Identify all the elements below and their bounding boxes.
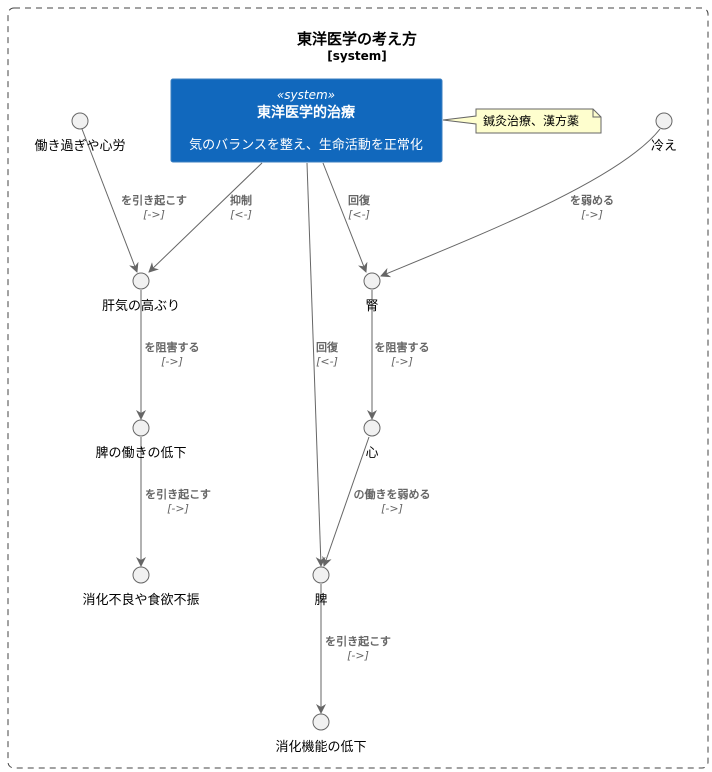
edge-tech-e8: [->] — [167, 502, 189, 515]
label-cold: 冷え — [651, 139, 677, 154]
node-labels: 働き過ぎや心労 冷え 肝気の高ぶり 腎 脾の働きの低下 心 消化不良や食欲不振 … — [34, 139, 677, 755]
node-overwork — [71, 112, 89, 130]
nodes — [71, 112, 673, 731]
edge-label-e8: を引き起こす — [145, 487, 211, 501]
system-stereotype: «system» — [277, 88, 335, 102]
node-kidney — [363, 272, 381, 290]
label-spleen: 脾 — [314, 593, 327, 608]
edge-tech-e1: [->] — [143, 208, 165, 221]
system-description: 気のバランスを整え、生命活動を正常化 — [189, 137, 423, 153]
edge-tech-e4: [->] — [581, 208, 603, 221]
note-text: 鍼灸治療、漢方薬 — [483, 113, 579, 128]
edge-tech-e7: [->] — [391, 355, 413, 368]
label-digestion-decline: 消化機能の低下 — [275, 740, 366, 755]
system-name: 東洋医学的治療 — [257, 104, 356, 121]
node-digestion-decline — [312, 713, 330, 731]
edges — [81, 128, 661, 714]
edge-tech-e9: [->] — [381, 502, 403, 515]
edge-label-e2: 抑制 — [230, 193, 252, 207]
label-overwork: 働き過ぎや心労 — [34, 139, 125, 154]
edge-overwork-to-liver-qi — [81, 128, 139, 273]
node-heart — [363, 419, 381, 437]
edge-system-to-kidney — [322, 162, 368, 273]
label-liver-qi: 肝気の高ぶり — [102, 298, 180, 314]
node-cold — [655, 112, 673, 130]
boundary-stereotype: [system] — [327, 49, 386, 63]
system-box: «system» 東洋医学的治療 気のバランスを整え、生命活動を正常化 — [170, 78, 443, 163]
edge-tech-e2: [<-] — [230, 208, 252, 221]
boundary-title: 東洋医学の考え方 — [297, 30, 417, 48]
node-spleen — [312, 566, 330, 584]
edge-labels: を引き起こす [->] 抑制 [<-] 回復 [<-] を弱める [->] を阻… — [121, 193, 614, 662]
edge-system-to-spleen — [306, 162, 326, 567]
node-spleen-decline — [132, 419, 150, 437]
edge-label-e10: を引き起こす — [325, 634, 391, 648]
edge-label-e7: を阻害する — [375, 340, 430, 354]
node-indigestion — [132, 566, 150, 584]
label-spleen-decline: 脾の働きの低下 — [95, 446, 186, 461]
node-liver-qi — [132, 272, 150, 290]
edge-label-e6: 回復 — [316, 340, 339, 354]
label-heart: 心 — [365, 446, 378, 461]
edge-tech-e6: [<-] — [316, 355, 338, 368]
system-boundary — [7, 7, 709, 769]
edge-label-e9: の働きを弱める — [354, 487, 431, 501]
edge-label-e4: を弱める — [570, 194, 614, 207]
edge-label-e5: を阻害する — [145, 340, 200, 354]
label-indigestion: 消化不良や食欲不振 — [82, 592, 199, 608]
edge-tech-e3: [<-] — [348, 208, 370, 221]
note: 鍼灸治療、漢方薬 — [442, 108, 602, 134]
edge-tech-e10: [->] — [347, 649, 369, 662]
edge-cold-to-kidney — [380, 128, 661, 278]
edge-label-e1: を引き起こす — [121, 193, 187, 207]
edge-tech-e5: [->] — [161, 355, 183, 368]
label-kidney: 腎 — [365, 299, 378, 314]
edge-system-to-liver-qi — [148, 162, 263, 273]
edge-heart-to-spleen — [322, 436, 370, 567]
edge-label-e3: 回復 — [348, 193, 371, 207]
